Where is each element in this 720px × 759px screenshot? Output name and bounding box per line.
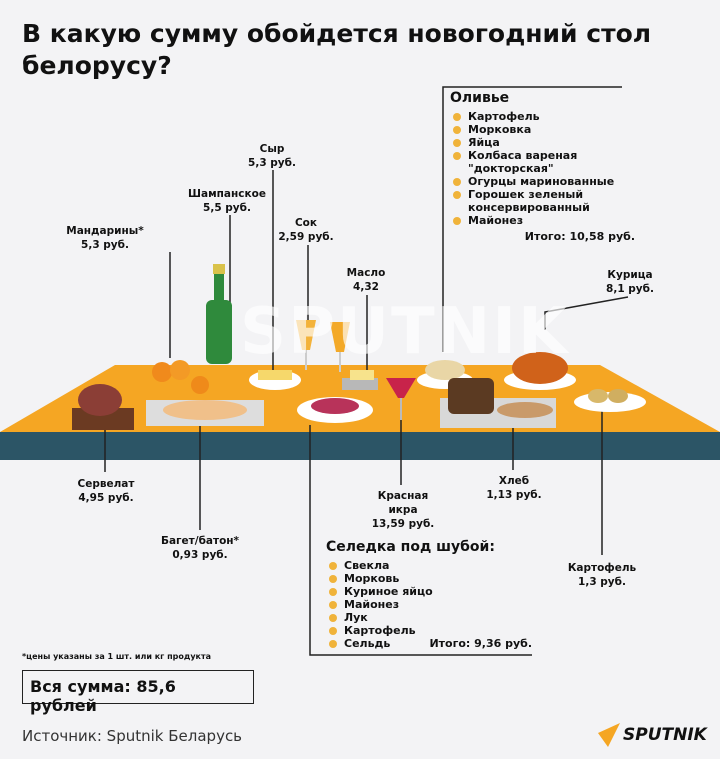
ingredient: Лук [326, 611, 532, 624]
potatoes [574, 389, 646, 412]
ingredient: Свекла [326, 559, 532, 572]
source: Источник: Sputnik Беларусь [22, 727, 243, 745]
servelat [72, 384, 134, 430]
bread [440, 378, 556, 428]
ingredient: Куриное яйцо [326, 585, 532, 598]
ingredient: Огурцы маринованные [450, 175, 640, 188]
label-mandarins: Мандарины*5,3 руб. [66, 225, 144, 251]
sputnik-logo-icon [598, 723, 620, 747]
ingredient: Картофель [326, 624, 532, 637]
olivier-box: Оливье Картофель Морковка Яйца Колбаса в… [450, 90, 640, 243]
ingredient: Сельдь [326, 637, 532, 650]
butter [342, 370, 378, 390]
olivier-title: Оливье [450, 90, 510, 106]
footnote: *цены указаны за 1 шт. или кг продукта [22, 652, 212, 661]
olivier-total: Итого: 10,58 руб. [524, 230, 635, 243]
chicken [504, 352, 576, 390]
mandarins [152, 360, 209, 394]
watermark: SPUTNIK [240, 295, 570, 369]
herring-total: Итого: 9,36 руб. [429, 637, 532, 650]
ingredient: Горошек зеленый консервированный [450, 188, 590, 214]
herring-box: Селедка под шубой: Свекла Морковь Курино… [326, 539, 532, 650]
ingredient: Морковка [450, 123, 640, 136]
grand-total: Вся сумма: 85,6 рублей [22, 670, 254, 715]
baguette [146, 400, 264, 426]
ingredient: Картофель [450, 110, 640, 123]
ingredient: Колбаса вареная "докторская" [450, 149, 600, 175]
ingredient: Майонез [450, 214, 640, 227]
ingredient: Яйца [450, 136, 640, 149]
label-baguette: Багет/батон*0,93 руб. [160, 535, 240, 561]
juice-glasses [296, 320, 350, 372]
ingredient: Морковь [326, 572, 532, 585]
ingredient: Майонез [326, 598, 532, 611]
caviar-glass [386, 378, 416, 420]
herring-title: Селедка под шубой: [326, 539, 495, 555]
sputnik-logo: SPUTNIK [598, 723, 707, 747]
champagne-bottle [206, 264, 232, 364]
cheese-plate [249, 370, 301, 390]
page-title: В какую сумму обойдется новогодний стол … [22, 19, 652, 80]
herring-plate [297, 397, 373, 423]
table-edge [0, 432, 720, 460]
